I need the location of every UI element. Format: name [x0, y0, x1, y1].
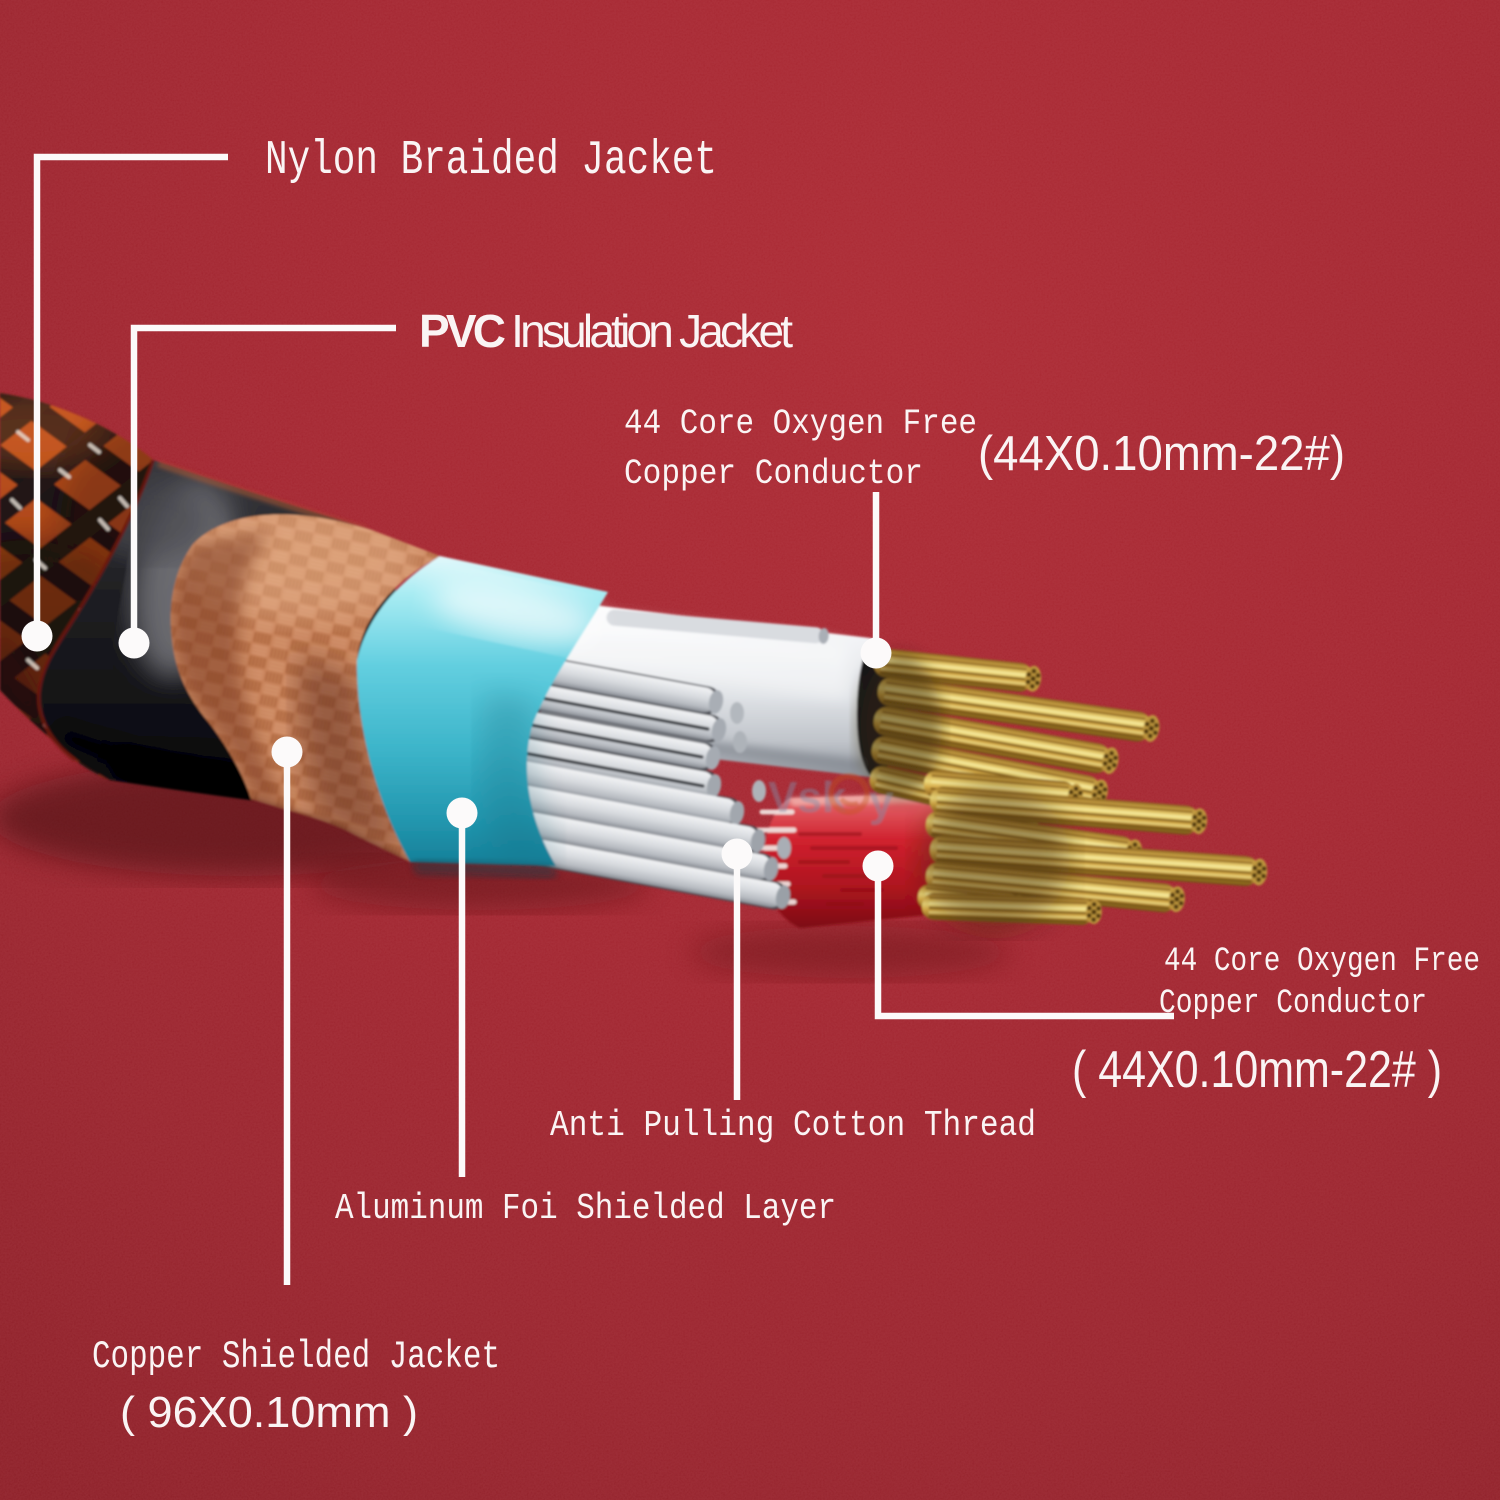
- svg-text:Aluminum Foi Shielded Layer: Aluminum Foi Shielded Layer: [335, 1188, 836, 1229]
- svg-text:Copper Conductor: Copper Conductor: [1159, 985, 1427, 1023]
- svg-text:PVC Insulation Jacket: PVC Insulation Jacket: [419, 305, 793, 357]
- svg-text:( 44X0.10mm-22# ): ( 44X0.10mm-22# ): [1072, 1041, 1442, 1099]
- svg-text:Copper Shielded Jacket: Copper Shielded Jacket: [92, 1335, 500, 1379]
- svg-text:(44X0.10mm-22#): (44X0.10mm-22#): [978, 427, 1345, 481]
- svg-text:( 96X0.10mm ): ( 96X0.10mm ): [120, 1388, 418, 1437]
- svg-text:Copper Conductor: Copper Conductor: [624, 454, 923, 494]
- svg-text:44 Core Oxygen Free: 44 Core Oxygen Free: [624, 404, 977, 444]
- svg-text:44 Core Oxygen Free: 44 Core Oxygen Free: [1164, 943, 1480, 981]
- svg-text:y: y: [869, 777, 894, 826]
- svg-text:Anti Pulling Cotton Thread: Anti Pulling Cotton Thread: [550, 1105, 1036, 1146]
- svg-text:Nylon Braided Jacket: Nylon Braided Jacket: [265, 134, 717, 188]
